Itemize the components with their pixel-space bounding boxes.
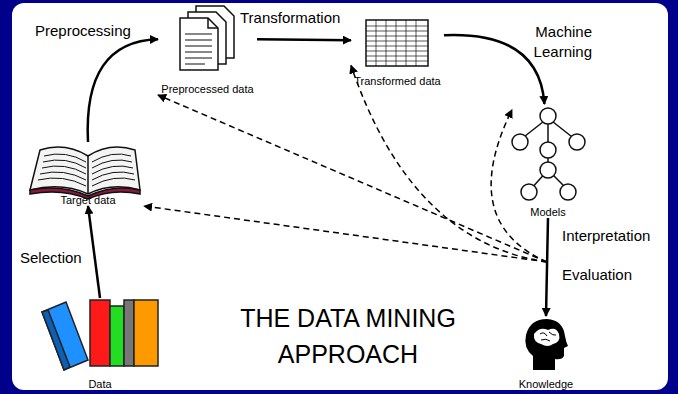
flow-arrow	[88, 39, 158, 142]
tree-icon	[512, 108, 585, 200]
step-label: Machine Learning	[512, 22, 594, 61]
node-caption: Models	[512, 206, 584, 218]
flow-arrow	[257, 39, 351, 40]
icon-node: Knowledge	[511, 316, 581, 390]
books-icon	[42, 300, 158, 370]
feedback-arrow	[158, 95, 547, 262]
icon-node: Target data	[32, 142, 144, 206]
step-label: Evaluation	[560, 266, 634, 283]
node-caption: Preprocessed data	[158, 83, 257, 95]
node-caption: Knowledge	[511, 378, 581, 390]
diagram-title: THE DATA MINING APPROACH	[218, 300, 478, 373]
flow-arrow	[546, 218, 548, 316]
step-label: Interpretation	[560, 227, 652, 244]
feedback-arrow	[351, 65, 547, 262]
step-label: Preprocessing	[33, 22, 133, 39]
icon-node: Models	[512, 104, 584, 218]
head-icon	[525, 319, 568, 370]
open-book-icon	[30, 147, 140, 199]
node-caption: Data	[38, 378, 162, 390]
step-label: Selection	[18, 249, 84, 266]
documents-icon	[180, 6, 234, 70]
feedback-arrow	[144, 206, 547, 262]
flow-arrow	[88, 206, 100, 298]
icon-node: Transformed data	[351, 15, 444, 87]
flow-arrow	[444, 35, 544, 104]
node-caption: Target data	[32, 194, 144, 206]
node-caption: Transformed data	[351, 75, 444, 87]
table-icon	[366, 20, 428, 66]
icon-node: Data	[38, 298, 162, 390]
feedback-arrow	[491, 110, 547, 262]
step-label: Transformation	[238, 9, 342, 26]
